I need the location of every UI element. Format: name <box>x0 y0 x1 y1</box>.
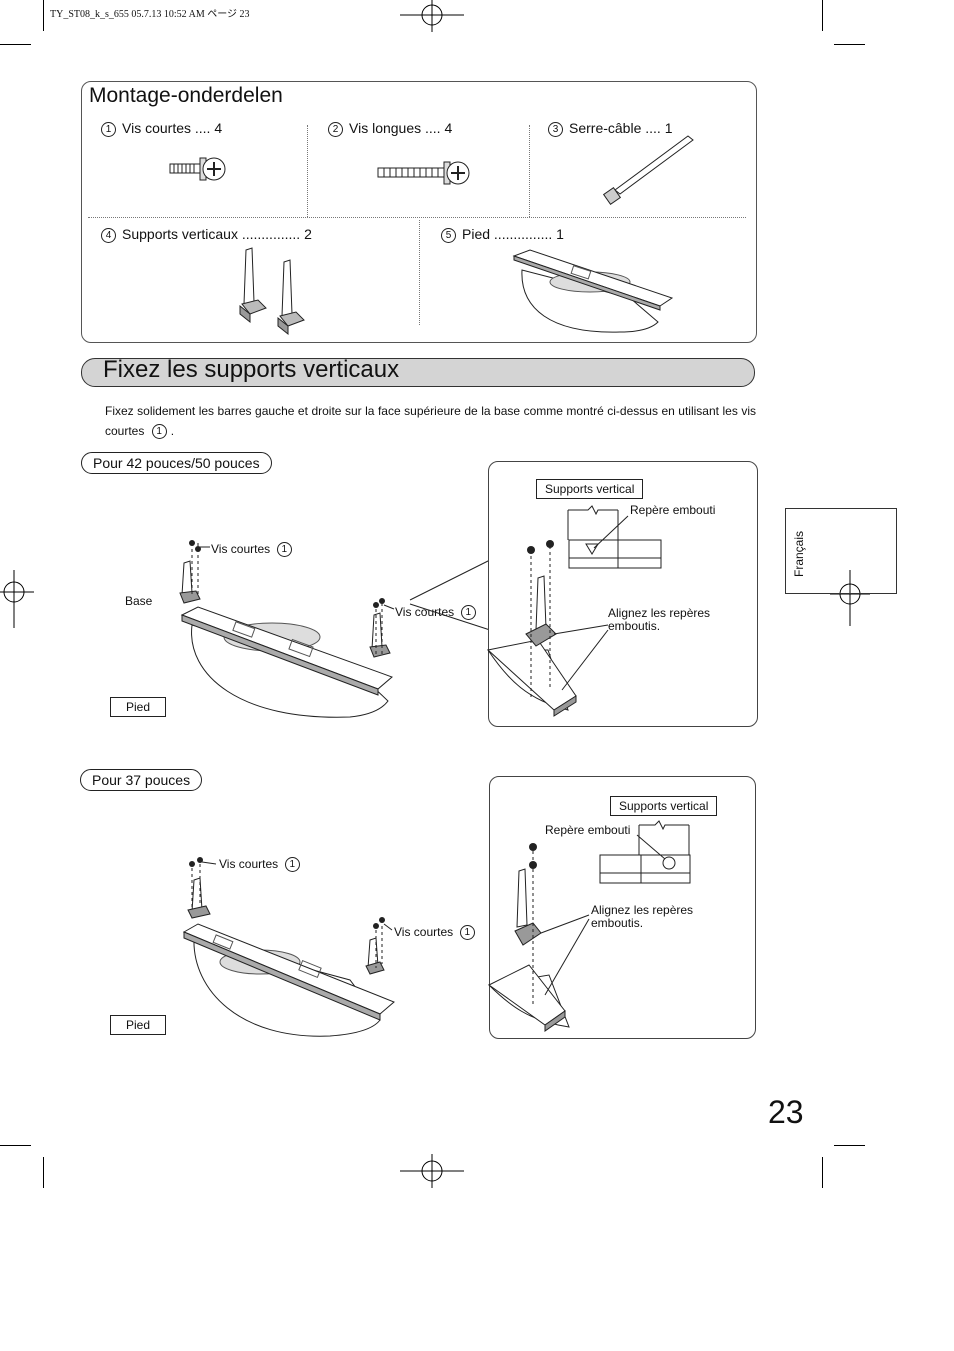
language-label: Français <box>792 530 806 577</box>
callout-short-screws: Vis courtes 1 <box>395 605 482 620</box>
file-info-header: TY_ST08_k_s_655 05.7.13 10:52 AM ページ 23 <box>50 9 250 20</box>
callout-short-screws: Vis courtes 1 <box>211 542 298 557</box>
callout-embossed-mark: Repère embouti <box>630 503 716 517</box>
language-tab <box>785 508 897 594</box>
zoom-callout-lines <box>409 559 491 631</box>
detail-diagram-37 <box>487 820 691 1032</box>
pedestal-icon <box>512 249 674 333</box>
section-title: Fixez les supports verticaux <box>103 356 400 383</box>
crop-mark <box>834 1145 865 1146</box>
crop-mark <box>43 0 44 31</box>
model-size-label-42-50: Pour 42 pouces/50 pouces <box>81 452 272 474</box>
crop-mark <box>834 44 865 45</box>
crop-mark <box>822 0 823 31</box>
detail-diagram-42-50 <box>486 505 662 717</box>
callout-align-marks: Alignez les repères emboutis. <box>591 903 694 930</box>
assembly-diagram-37 <box>182 857 395 1037</box>
callout-pedestal: Pied <box>110 1015 166 1035</box>
crop-mark <box>0 44 31 45</box>
callout-short-screws: Vis courtes 1 <box>219 857 306 872</box>
callout-vertical-support: Supports vertical <box>536 479 644 499</box>
instruction-text: Fixez solidement les barres gauche et dr… <box>105 404 756 439</box>
callout-align-marks: Alignez les repères emboutis. <box>608 606 711 633</box>
callout-short-screws: Vis courtes 1 <box>394 925 481 940</box>
callout-vertical-support: Supports vertical <box>610 796 718 816</box>
crop-mark <box>43 1157 44 1188</box>
cable-tie-icon <box>602 135 694 206</box>
vertical-support-icon <box>239 247 305 336</box>
registration-mark-icon <box>830 570 870 626</box>
assembly-diagram-42-50 <box>179 540 395 718</box>
parts-box <box>81 81 757 343</box>
long-screw-icon <box>377 161 470 185</box>
registration-mark-icon <box>0 570 34 628</box>
registration-mark-icon <box>400 1154 464 1188</box>
parts-title: Montage-onderdelen <box>89 84 283 107</box>
page-number: 23 <box>768 1094 804 1130</box>
crop-mark <box>0 1145 31 1146</box>
section-title-bar <box>81 358 755 387</box>
callout-embossed-mark: Repère embouti <box>545 823 631 837</box>
callout-base: Base <box>125 594 153 608</box>
crop-mark <box>822 1157 823 1188</box>
registration-mark-icon <box>400 0 464 32</box>
callout-pedestal: Pied <box>110 697 166 717</box>
short-screw-icon <box>169 157 226 181</box>
model-size-label-37: Pour 37 pouces <box>80 769 203 791</box>
